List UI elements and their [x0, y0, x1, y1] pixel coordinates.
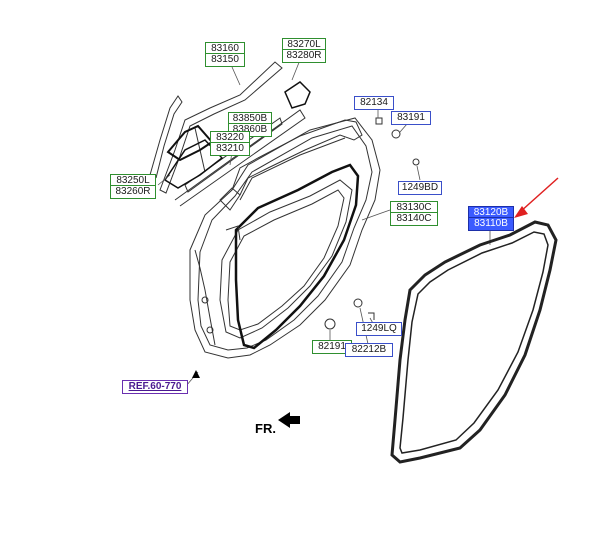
part-label-82134[interactable]: 82134	[354, 96, 394, 110]
part-label-82212b[interactable]: 82212B	[345, 343, 393, 357]
part-label-1249bd[interactable]: 1249BD	[398, 181, 442, 195]
door-panel-outline	[189, 117, 381, 359]
ref-label[interactable]: REF.60-770	[122, 380, 188, 394]
grommet-83191	[391, 129, 401, 139]
part-label-83210[interactable]: 83210	[210, 142, 250, 156]
part-label-83191[interactable]: 83191	[391, 111, 431, 125]
part-label-83260r[interactable]: 83260R	[110, 185, 156, 199]
indicator-arrow	[514, 177, 559, 218]
bolt-1249bd	[412, 158, 420, 166]
front-direction-label: FR.	[255, 421, 276, 436]
part-label-83110b[interactable]: 83110B	[468, 217, 514, 231]
screw-82134	[375, 117, 383, 125]
part-label-1249lq[interactable]: 1249LQ	[356, 322, 402, 336]
part-label-83280r[interactable]: 83280R	[282, 49, 326, 63]
window-frame	[231, 119, 363, 196]
part-label-83140c[interactable]: 83140C	[390, 212, 438, 226]
ref-pointer-icon	[192, 370, 200, 378]
part-label-82191[interactable]: 82191	[312, 340, 352, 354]
front-arrow-icon	[278, 412, 300, 428]
part-label-83150[interactable]: 83150	[205, 53, 245, 67]
quarter-glass	[166, 124, 214, 162]
door-weatherstrip	[390, 220, 558, 464]
